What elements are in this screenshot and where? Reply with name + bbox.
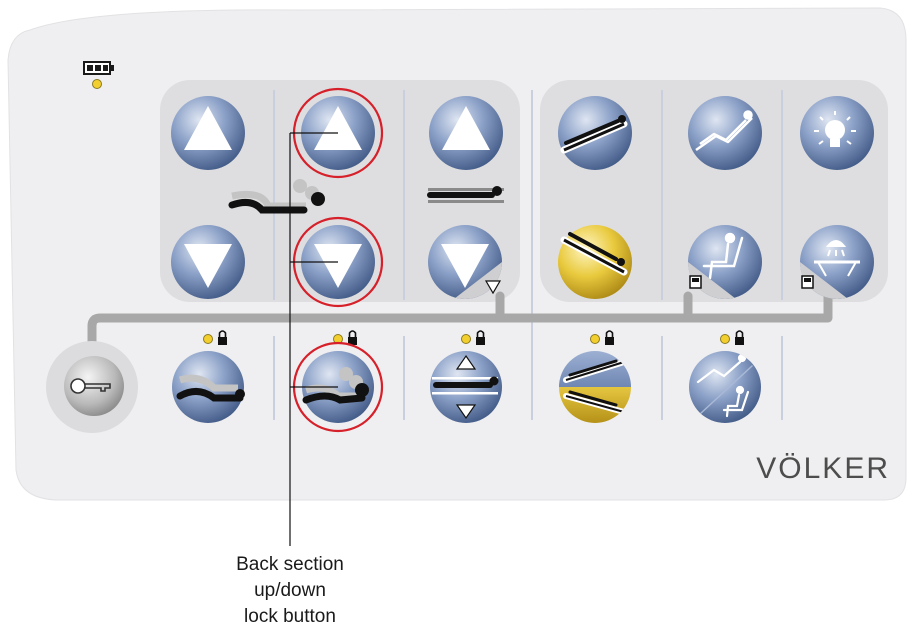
lock-icon — [735, 330, 744, 345]
column-separators — [273, 90, 783, 420]
callout-line-2: up/down — [254, 580, 326, 601]
flat-position-button[interactable] — [558, 96, 632, 170]
save-memory-icon — [689, 275, 702, 289]
height-lock-icon — [432, 354, 499, 420]
bed-chair-icon — [695, 110, 753, 152]
chair-lock-button[interactable] — [689, 351, 761, 423]
key-button[interactable] — [46, 341, 138, 433]
small-down-triangle-icon — [484, 280, 502, 295]
chair-lock-icon — [696, 353, 753, 418]
arrow-up-icon — [442, 106, 490, 150]
battery-indicator-led — [92, 79, 102, 89]
brand-logo: VÖLKER — [756, 452, 890, 485]
back-section-lock-button[interactable] — [302, 351, 374, 423]
callout-label: Back section up/down lock button — [200, 552, 380, 630]
key-icon — [70, 378, 111, 394]
arrow-up-icon — [184, 106, 232, 150]
lock-icon — [605, 330, 614, 345]
bed-flat-icon — [560, 115, 628, 154]
trendelenburg-button[interactable] — [558, 225, 632, 299]
back-lock-icon — [302, 367, 369, 404]
back-down-button[interactable] — [171, 225, 245, 299]
save-memory-icon — [801, 275, 814, 289]
seated-memory-button[interactable] — [688, 225, 762, 302]
lock-icon — [348, 330, 357, 345]
leg-lock-button[interactable] — [172, 351, 245, 423]
battery-icon — [83, 61, 114, 75]
lock-indicators — [203, 330, 744, 345]
knee-up-button[interactable] — [429, 96, 503, 170]
light-button[interactable] — [800, 96, 874, 170]
legs-lock-icon — [176, 374, 245, 402]
tilt-lock-button[interactable] — [559, 351, 631, 423]
connector-track — [87, 291, 833, 361]
arrow-down-icon — [314, 244, 362, 288]
back-section-pictogram — [228, 179, 325, 214]
chair-position-button[interactable] — [688, 96, 762, 170]
back-up-button[interactable] — [171, 96, 245, 170]
light-bulb-icon — [814, 111, 856, 147]
arrow-down-icon — [184, 244, 232, 288]
callout-line-1: Back section — [236, 554, 344, 575]
callout-line-3: lock button — [244, 606, 336, 627]
callout-leader-lines — [289, 132, 338, 546]
height-pictogram — [427, 186, 504, 203]
height-lock-button[interactable] — [430, 351, 502, 423]
tilt-lock-icon — [563, 359, 627, 415]
lock-icon — [218, 330, 227, 345]
lock-icon — [476, 330, 485, 345]
arrow-up-icon — [314, 106, 362, 150]
shower-icon — [814, 240, 860, 277]
bed-tilt-icon — [560, 232, 628, 276]
arrow-down-icon — [441, 244, 489, 288]
sitting-person-icon — [702, 232, 744, 280]
